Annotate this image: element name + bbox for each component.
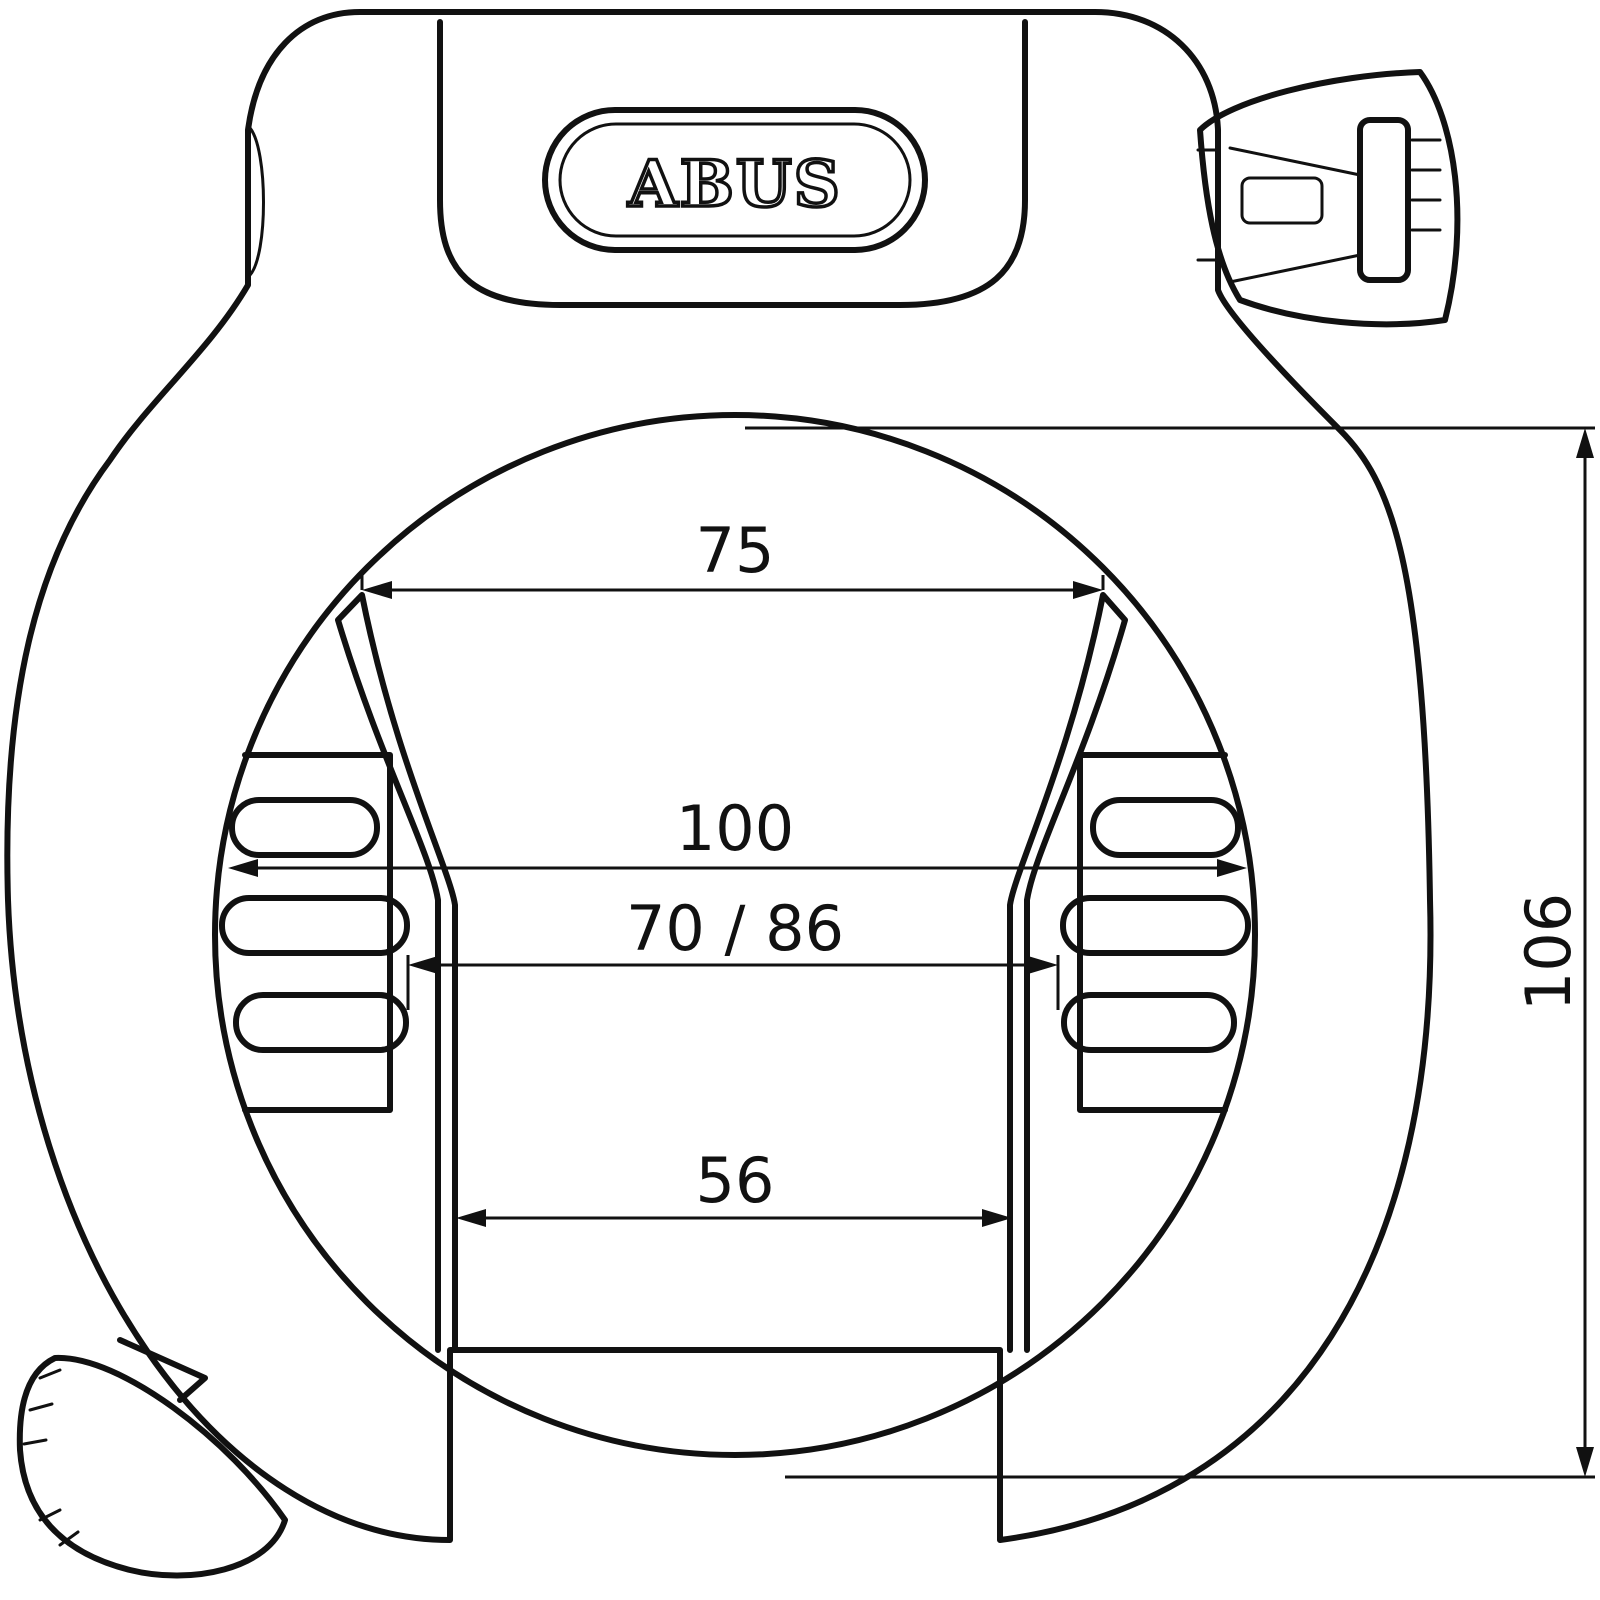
key-icon (1196, 69, 1461, 328)
inner-opening (212, 412, 1258, 1458)
lever-handle[interactable] (16, 1337, 288, 1579)
label-56: 56 (696, 1144, 775, 1217)
logo-plate (437, 19, 1028, 308)
label-100: 100 (676, 792, 794, 865)
dimension-top-inner-width: 75 (360, 514, 1105, 599)
left-rib-pad (219, 752, 410, 1113)
dimension-frame-fit: 70 / 86 (406, 892, 1060, 1010)
label-75: 75 (696, 514, 775, 587)
label-70-86: 70 / 86 (626, 892, 844, 965)
left-side-boss (248, 126, 265, 277)
lock-body-outline (4, 9, 1434, 1543)
dimension-height: 106 (745, 426, 1595, 1479)
right-rib-pad (1060, 752, 1251, 1113)
dimension-outer-width: 100 (228, 792, 1247, 877)
logo-text: ABUS (627, 147, 842, 222)
abus-logo: ABUS (542, 107, 928, 253)
right-shackle-leg (1007, 592, 1128, 1353)
label-106: 106 (1512, 893, 1585, 1011)
left-shackle-leg (335, 592, 458, 1353)
dimension-bottom-inner-width: 56 (456, 1144, 1012, 1227)
